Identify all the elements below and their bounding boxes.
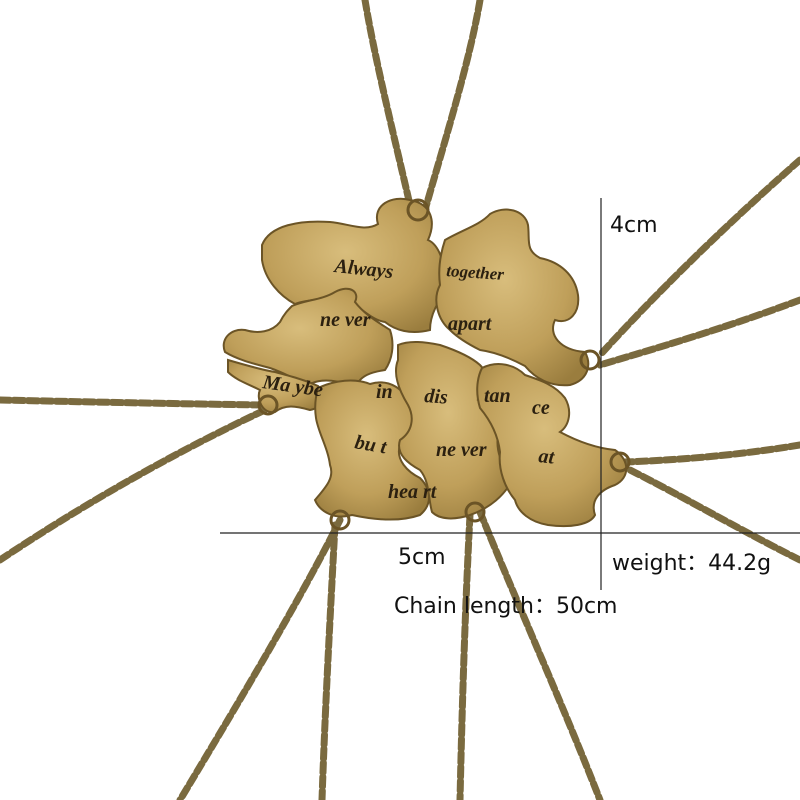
ring-5 — [329, 509, 351, 531]
weight-label: weight：44.2g — [612, 551, 772, 576]
jump-rings — [257, 198, 631, 531]
chain-right-lower-b — [626, 466, 800, 564]
chain-top-left — [361, 0, 414, 209]
puzzle-piece-4 — [227, 358, 325, 414]
ring-1 — [406, 198, 430, 222]
chain-length-label: Chain length：50cm — [394, 594, 618, 619]
engraving-in: in — [376, 381, 393, 403]
height-label: 4cm — [610, 213, 658, 238]
chain-right-upper — [596, 156, 800, 359]
chain-right-lower-a — [621, 441, 800, 466]
chain-left-lower — [0, 406, 269, 564]
engraving-never-2: ne ver — [436, 439, 487, 461]
chain-bottom-a — [176, 516, 344, 800]
puzzle-piece-3 — [222, 287, 394, 390]
engraving-tan: tan — [484, 385, 511, 407]
chain-left-upper — [0, 396, 269, 409]
engraving-never-1: ne ver — [320, 309, 371, 331]
engraving-ce: ce — [532, 397, 550, 419]
ring-4 — [257, 394, 279, 416]
puzzle-piece-7 — [476, 363, 628, 528]
engraving-heart: hea rt — [388, 481, 438, 503]
chain-bottom-c — [456, 511, 474, 800]
engraving-apart: apart — [448, 313, 493, 335]
chain-right-middle — [596, 296, 800, 369]
puzzle-pieces — [222, 197, 628, 528]
chain-top-right — [421, 0, 484, 214]
ring-2 — [579, 349, 601, 371]
width-label: 5cm — [398, 545, 446, 570]
chain-bottom-b — [318, 521, 339, 800]
ring-6 — [464, 501, 486, 523]
engraving-at: at — [537, 445, 556, 469]
engraving-dis: dis — [424, 385, 449, 409]
ring-3 — [609, 451, 631, 473]
engraving-together: together — [446, 261, 505, 284]
chain-bottom-d — [476, 508, 604, 800]
measurement-lines — [220, 198, 800, 590]
